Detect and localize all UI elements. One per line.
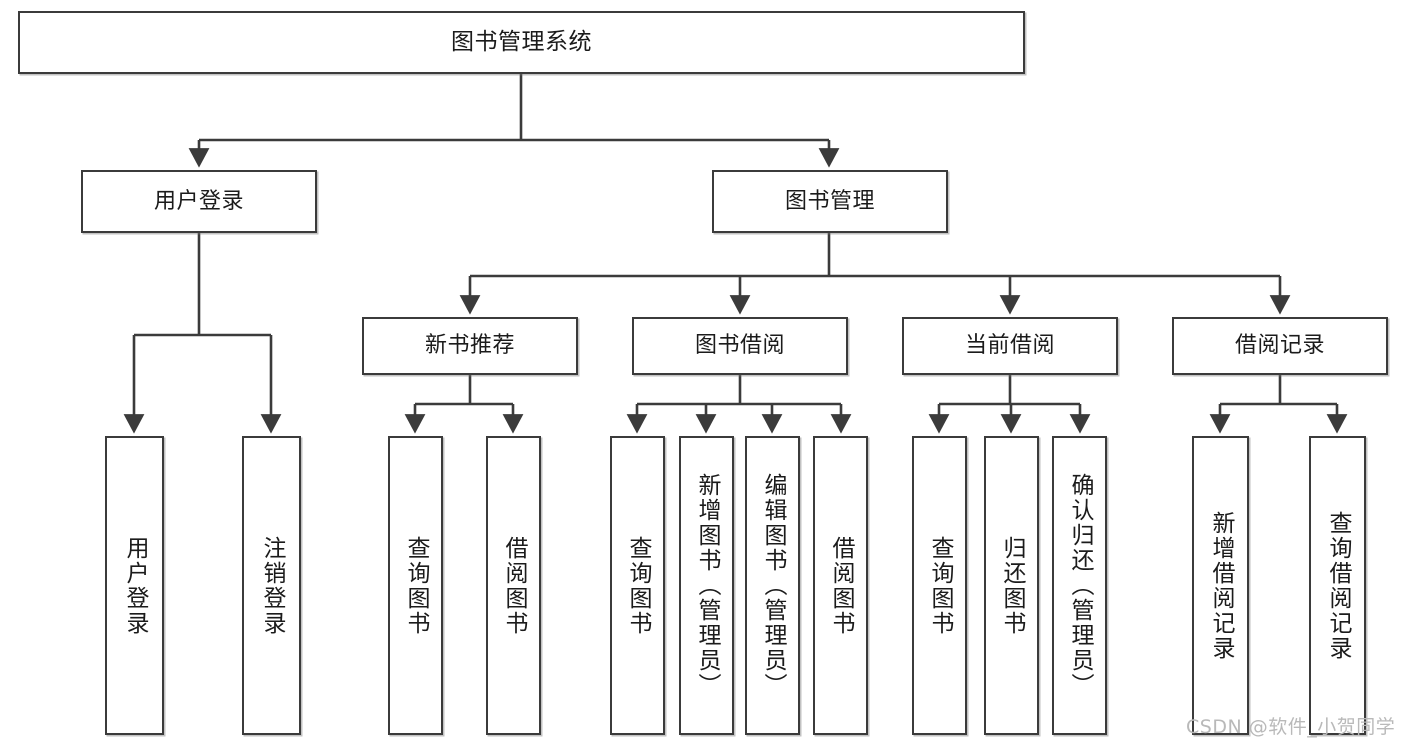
node-label: 当前借阅 xyxy=(964,333,1055,359)
node-label: 查询借阅记录 xyxy=(1325,510,1351,661)
node-label: 编辑图书（管理员） xyxy=(760,473,786,698)
node-current-borrow[interactable]: 当前借阅 xyxy=(902,317,1118,375)
node-label: 新增借阅记录 xyxy=(1208,510,1234,661)
node-root-system[interactable]: 图书管理系统 xyxy=(18,11,1025,74)
watermark: CSDN @软件_小贺同学 xyxy=(1186,716,1396,738)
node-label: 借阅图书 xyxy=(828,535,854,636)
node-label: 归还图书 xyxy=(999,535,1025,636)
leaf-borrow-book-recommend[interactable]: 借阅图书 xyxy=(486,436,541,735)
leaf-confirm-return-admin[interactable]: 确认归还（管理员） xyxy=(1052,436,1107,735)
node-label: 图书管理系统 xyxy=(451,28,592,55)
node-book-borrow[interactable]: 图书借阅 xyxy=(632,317,848,375)
node-borrow-records[interactable]: 借阅记录 xyxy=(1172,317,1388,375)
node-label: 查询图书 xyxy=(625,535,651,636)
node-label: 用户登录 xyxy=(122,535,148,636)
leaf-return-book[interactable]: 归还图书 xyxy=(984,436,1039,735)
node-label: 查询图书 xyxy=(927,535,953,636)
leaf-search-book-borrow[interactable]: 查询图书 xyxy=(610,436,665,735)
node-new-book-recommend[interactable]: 新书推荐 xyxy=(362,317,578,375)
node-label: 查询图书 xyxy=(403,535,429,636)
leaf-search-book-recommend[interactable]: 查询图书 xyxy=(388,436,443,735)
node-label: 图书借阅 xyxy=(694,333,785,359)
leaf-search-book-current[interactable]: 查询图书 xyxy=(912,436,967,735)
node-label: 借阅图书 xyxy=(501,535,527,636)
leaf-search-borrow-record[interactable]: 查询借阅记录 xyxy=(1309,436,1366,735)
node-label: 借阅记录 xyxy=(1234,333,1325,359)
node-label: 确认归还（管理员） xyxy=(1067,473,1093,698)
leaf-borrow-book[interactable]: 借阅图书 xyxy=(813,436,868,735)
node-user-login[interactable]: 用户登录 xyxy=(81,170,317,233)
node-label: 新书推荐 xyxy=(424,333,515,359)
leaf-add-borrow-record[interactable]: 新增借阅记录 xyxy=(1192,436,1249,735)
leaf-edit-book-admin[interactable]: 编辑图书（管理员） xyxy=(745,436,800,735)
leaf-logout[interactable]: 注销登录 xyxy=(242,436,301,735)
node-book-management[interactable]: 图书管理 xyxy=(712,170,948,233)
leaf-user-login[interactable]: 用户登录 xyxy=(105,436,164,735)
leaf-add-book-admin[interactable]: 新增图书（管理员） xyxy=(679,436,734,735)
node-label: 新增图书（管理员） xyxy=(694,473,720,698)
node-label: 注销登录 xyxy=(259,535,285,636)
node-label: 用户登录 xyxy=(153,188,244,214)
node-label: 图书管理 xyxy=(784,188,875,214)
